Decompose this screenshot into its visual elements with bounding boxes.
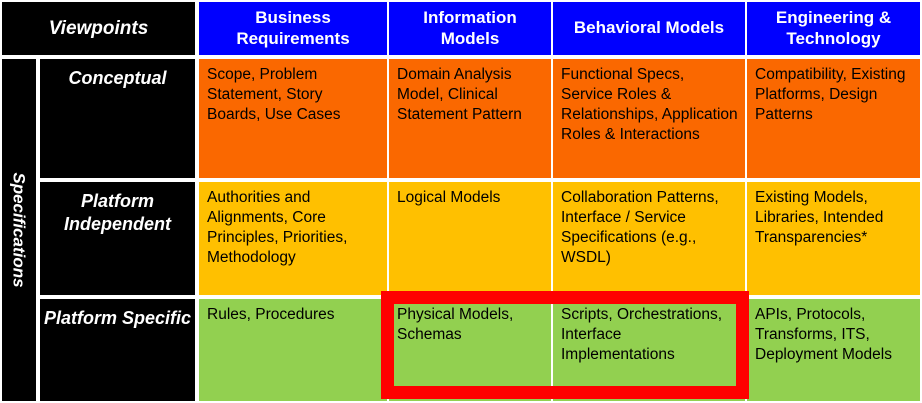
cell-conceptual-behavioral-models: Functional Specs, Service Roles & Relati… [551,57,745,180]
cell-platform-independent-information-models: Logical Models [387,180,551,297]
cell-platform-independent-business-requirements: Authorities and Alignments, Core Princip… [197,180,387,297]
cell-platform-specific-engineering-technology: APIs, Protocols, Transforms, ITS, Deploy… [745,297,922,403]
cell-platform-independent-behavioral-models: Collaboration Patterns, Interface / Serv… [551,180,745,297]
row-axis-label-text: Specifications [10,172,30,288]
matrix-corner-label: Viewpoints [0,0,197,57]
cell-conceptual-information-models: Domain Analysis Model, Clinical Statemen… [387,57,551,180]
cell-platform-specific-behavioral-models: Scripts, Orchestrations, Interface Imple… [551,297,745,403]
cell-conceptual-engineering-technology: Compatibility, Existing Platforms, Desig… [745,57,922,180]
cell-conceptual-business-requirements: Scope, Problem Statement, Story Boards, … [197,57,387,180]
column-header-behavioral-models: Behavioral Models [551,0,745,57]
column-header-engineering-technology: Engineering & Technology [745,0,922,57]
row-label-platform-specific: Platform Specific [38,297,197,403]
cell-platform-specific-information-models: Physical Models, Schemas [387,297,551,403]
cell-platform-independent-engineering-technology: Existing Models, Libraries, Intended Tra… [745,180,922,297]
cell-platform-specific-business-requirements: Rules, Procedures [197,297,387,403]
column-header-business-requirements: Business Requirements [197,0,387,57]
row-label-platform-independent: Platform Independent [38,180,197,297]
row-label-conceptual: Conceptual [38,57,197,180]
column-header-information-models: Information Models [387,0,551,57]
row-axis-label-specifications: Specifications [0,57,38,403]
